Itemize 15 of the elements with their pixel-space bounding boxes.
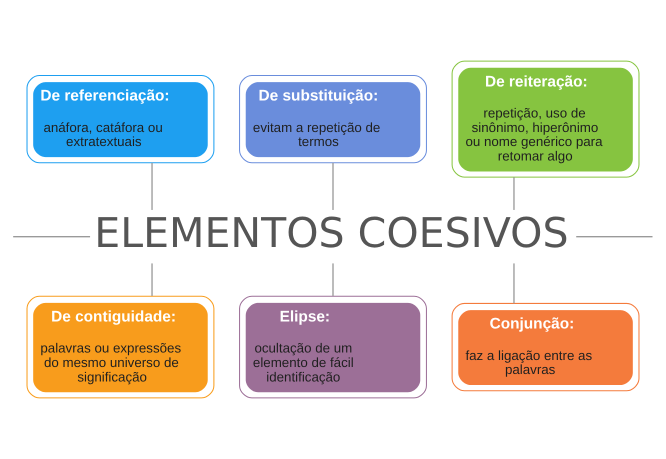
node-box: De referenciação: anáfora, catáfora ou extratextuais (26, 74, 214, 164)
connector (576, 236, 653, 238)
node-box: De contiguidade: palavras ou expressões do mesmo universo de significação (26, 296, 214, 398)
connector (513, 177, 515, 210)
node-text: ELEMENTOS COESIVOS (94, 208, 569, 257)
connector (13, 236, 90, 238)
node-box: De substituição: evitam a repetição de termos (239, 74, 427, 164)
connector (513, 263, 515, 304)
connector (151, 263, 153, 296)
node-box: Conjunção: faz a ligação entre as palavras (452, 302, 640, 392)
connector (332, 263, 334, 296)
node-box: De reiteração: repetição, uso de sinônimo, hiperônimo ou nome genérico para retomar algo (452, 60, 640, 178)
connector (332, 162, 334, 210)
connector (151, 162, 153, 210)
node-box: Elipse: ocultação de um elemento de fácil identificação (239, 296, 427, 398)
